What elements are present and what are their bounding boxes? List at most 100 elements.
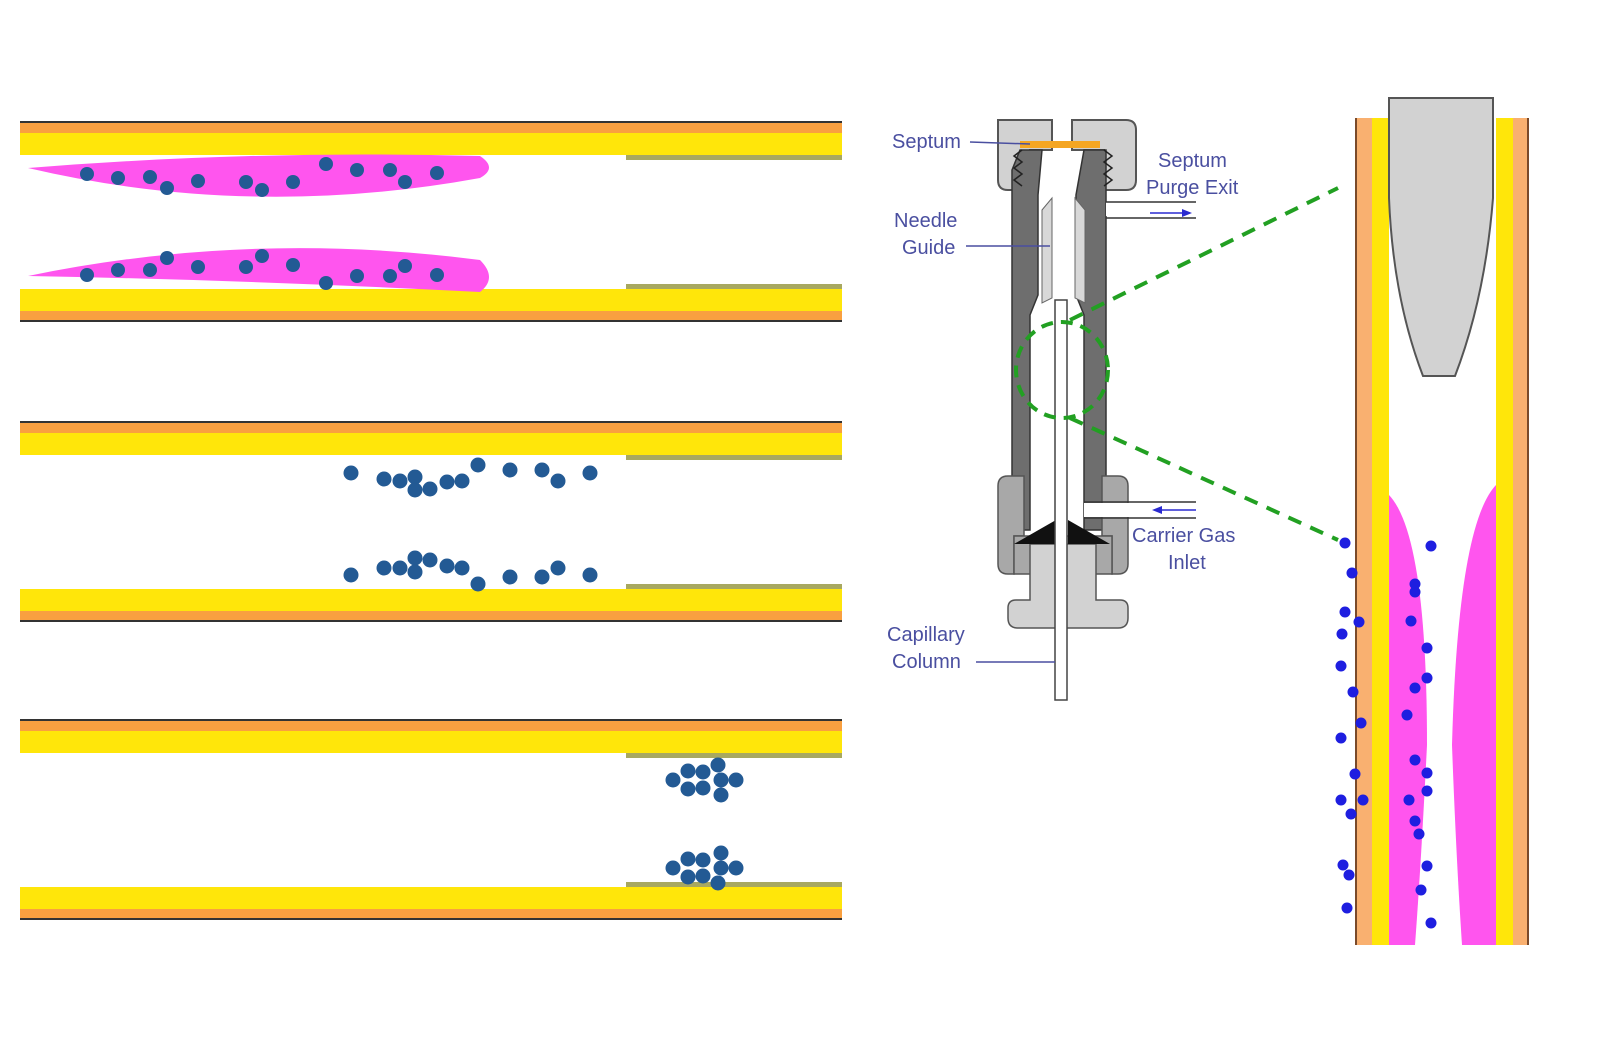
analyte-dot — [680, 869, 696, 885]
column-panels — [20, 121, 842, 920]
stationary-film-top — [626, 753, 842, 758]
analyte-dot — [454, 473, 470, 489]
analyte-dot — [286, 258, 300, 272]
analyte-dot — [1341, 902, 1353, 914]
analyte-dot — [710, 757, 726, 773]
column-nut — [997, 475, 1129, 575]
analyte-dot — [695, 764, 711, 780]
analyte-dot — [1415, 884, 1427, 896]
analyte-dot — [407, 550, 423, 566]
analyte-dot — [1349, 768, 1361, 780]
analyte-dot — [695, 868, 711, 884]
needle-guide-left — [1041, 196, 1053, 304]
analyte-dot — [1421, 672, 1433, 684]
zoom-circle — [1014, 320, 1110, 420]
label-capillary-1: Capillary — [887, 624, 965, 646]
analyte-dot — [319, 157, 333, 171]
analyte-dot — [407, 469, 423, 485]
zoomed-column-view — [1335, 97, 1529, 945]
analyte-dot — [1409, 754, 1421, 766]
analyte-dot — [728, 860, 744, 876]
analyte-dot — [1355, 717, 1367, 729]
analyte-dot — [550, 473, 566, 489]
analyte-dot — [376, 471, 392, 487]
analyte-dot — [454, 560, 470, 576]
stationary-film-bottom — [626, 584, 842, 589]
zoom-wall-orange-left — [1357, 118, 1372, 945]
analyte-dot — [680, 851, 696, 867]
wall-bottom-yellow — [20, 589, 842, 611]
analyte-dot — [1339, 537, 1351, 549]
analyte-dot — [534, 462, 550, 478]
zoom-analytes — [1335, 537, 1437, 929]
analyte-dot — [1335, 794, 1347, 806]
analyte-dot — [713, 860, 729, 876]
solvent-plug-bottom — [28, 248, 489, 292]
analyte-dot — [680, 781, 696, 797]
column-panel-2 — [20, 421, 842, 622]
stationary-film-top — [626, 155, 842, 160]
analyte-dot — [255, 183, 269, 197]
analyte-dot — [430, 166, 444, 180]
analyte-dot — [728, 772, 744, 788]
analyte-dot — [376, 560, 392, 576]
zoom-line-top — [1069, 186, 1339, 322]
analyte-dot — [534, 569, 550, 585]
solvent-film-right — [1452, 485, 1496, 945]
wall-top-yellow — [20, 731, 842, 753]
analyte-dot — [160, 181, 174, 195]
analyte-dot — [1421, 785, 1433, 797]
analyte-dot — [1339, 606, 1351, 618]
analyte-dot — [319, 276, 333, 290]
analyte-dot — [392, 473, 408, 489]
analyte-dot — [422, 552, 438, 568]
analyte-dot — [502, 462, 518, 478]
wall-top-yellow — [20, 433, 842, 455]
analyte-dot — [1337, 859, 1349, 871]
analyte-dot — [713, 772, 729, 788]
analyte-dot — [1409, 586, 1421, 598]
analyte-dot — [160, 251, 174, 265]
analyte-dot — [239, 175, 253, 189]
analyte-dot — [286, 175, 300, 189]
analyte-dot — [1335, 660, 1347, 672]
analyte-dot — [407, 564, 423, 580]
wall-top-orange — [20, 423, 842, 433]
zoom-wall-orange-right — [1513, 118, 1527, 945]
analyte-dot — [1335, 732, 1347, 744]
ferrule-right — [1068, 520, 1110, 544]
analyte-dot — [1421, 642, 1433, 654]
column-panel-3 — [20, 719, 842, 920]
analyte-dot — [1425, 917, 1437, 929]
column-panel-1 — [20, 121, 842, 322]
analyte-dot — [665, 860, 681, 876]
analyte-dot — [470, 457, 486, 473]
analyte-dot — [255, 249, 269, 263]
label-needle-1: Needle — [894, 210, 957, 232]
analyte-dot — [350, 269, 364, 283]
wall-bottom-orange — [20, 311, 842, 321]
analyte-dot — [470, 576, 486, 592]
septum — [1020, 141, 1100, 148]
column-fitting — [1007, 543, 1129, 629]
wall-top-yellow — [20, 133, 842, 155]
label-septum-purge-2: Purge Exit — [1146, 177, 1239, 199]
label-needle-2: Guide — [902, 237, 955, 259]
analyte-dot — [582, 567, 598, 583]
analyte-dot — [383, 163, 397, 177]
analyte-dot — [680, 763, 696, 779]
analyte-dot — [1403, 794, 1415, 806]
analyte-dot — [1343, 869, 1355, 881]
analyte-dot — [398, 175, 412, 189]
analyte-dot — [343, 567, 359, 583]
analyte-dot — [713, 845, 729, 861]
septum-leader — [969, 141, 1031, 145]
label-carrier-2: Inlet — [1168, 552, 1206, 574]
stationary-film-bottom — [626, 882, 842, 887]
stationary-film-top — [626, 455, 842, 460]
thread-left — [1012, 149, 1024, 187]
analyte-dot — [80, 268, 94, 282]
analyte-dot — [1345, 808, 1357, 820]
analyte-dot — [430, 268, 444, 282]
wall-bottom-orange — [20, 909, 842, 919]
